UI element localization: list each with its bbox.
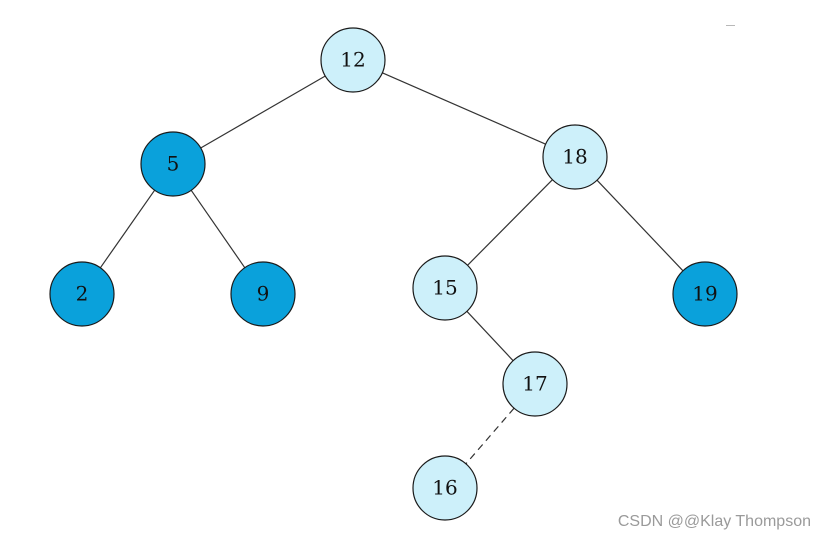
node-circle-17 xyxy=(502,351,568,417)
node-18: 18 xyxy=(542,124,608,190)
node-circle-5 xyxy=(140,131,206,197)
node-label-5: 5 xyxy=(167,152,180,176)
edge-17-16 xyxy=(465,407,515,465)
node-label-18: 18 xyxy=(562,145,587,169)
node-circle-2 xyxy=(49,261,115,327)
node-circle-15 xyxy=(412,255,478,321)
node-circle-16 xyxy=(412,455,478,521)
node-19: 19 xyxy=(672,261,738,327)
tree-edges xyxy=(99,72,684,465)
edge-12-18 xyxy=(382,72,546,145)
watermark: CSDN @@Klay Thompson xyxy=(617,513,811,530)
node-16: 16 xyxy=(412,455,478,521)
node-12: 12 xyxy=(320,27,386,93)
corner-mark xyxy=(726,25,735,26)
edge-5-2 xyxy=(99,189,156,269)
node-label-17: 17 xyxy=(522,372,547,396)
node-label-19: 19 xyxy=(692,282,717,306)
edge-18-15 xyxy=(467,179,553,266)
node-5: 5 xyxy=(140,131,206,197)
node-label-15: 15 xyxy=(432,276,457,300)
node-label-9: 9 xyxy=(257,282,270,306)
node-circle-12 xyxy=(320,27,386,93)
node-circle-19 xyxy=(672,261,738,327)
node-9: 9 xyxy=(230,261,296,327)
edge-12-5 xyxy=(200,75,326,149)
node-circle-18 xyxy=(542,124,608,190)
node-label-2: 2 xyxy=(76,282,89,306)
edge-18-19 xyxy=(596,179,684,272)
node-15: 15 xyxy=(412,255,478,321)
node-circle-9 xyxy=(230,261,296,327)
node-17: 17 xyxy=(502,351,568,417)
edge-15-17 xyxy=(466,310,514,362)
node-2: 2 xyxy=(49,261,115,327)
node-label-16: 16 xyxy=(432,476,457,500)
tree-nodes: 12 5 18 2 9 15 19 17 16 xyxy=(49,27,738,521)
edge-5-9 xyxy=(190,189,246,269)
node-label-12: 12 xyxy=(340,48,365,72)
